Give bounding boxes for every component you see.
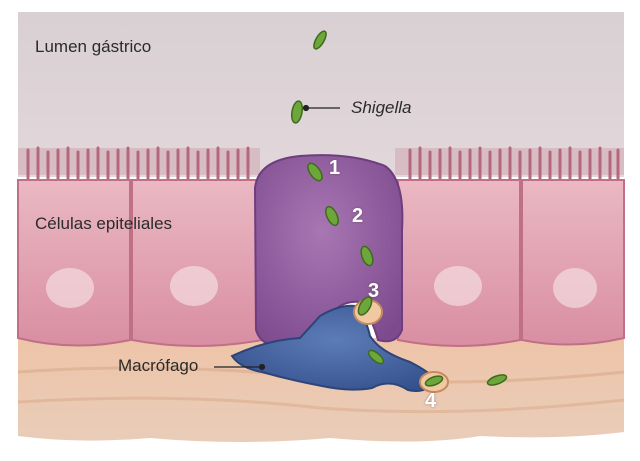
- step-number-2: 2: [352, 205, 363, 228]
- lumen-label: Lumen gástrico: [35, 37, 151, 57]
- step-number-1: 1: [329, 157, 340, 180]
- epithelial-cells-label: Células epiteliales: [35, 214, 172, 234]
- shigella-label: Shigella: [351, 98, 412, 118]
- step-number-4: 4: [425, 390, 436, 413]
- step-number-3: 3: [368, 280, 379, 303]
- macrophage-label: Macrófago: [118, 356, 198, 376]
